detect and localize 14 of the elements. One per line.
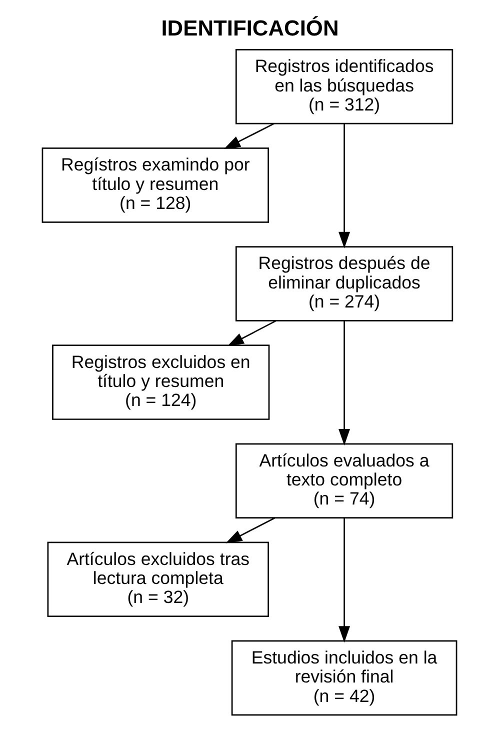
arrow [338,124,350,248]
arrow [338,320,350,446]
arrow [338,518,350,643]
arrow [227,320,276,346]
node-box: Regístros examindo por título y resumen (n = 128) [42,148,269,223]
node-box: Registros después de eliminar duplicados (n = 274) [235,246,454,322]
node-box: Estudios incluidos en la revisión final (n = 42) [231,640,458,716]
arrow [226,517,276,544]
node-box: Artículos evaluados a texto completo (n = 74) [235,443,454,518]
arrow [224,123,274,150]
node-box: Registros excluidos en título y resumen (n = 124) [52,344,270,420]
node-box: Registros identificados en las búsquedas (n = 312) [235,49,454,124]
node-box: Artículos excluidos tras lectura completa (n = 32) [47,542,269,618]
diagram-title: IDENTIFICACIÓN [161,16,339,41]
